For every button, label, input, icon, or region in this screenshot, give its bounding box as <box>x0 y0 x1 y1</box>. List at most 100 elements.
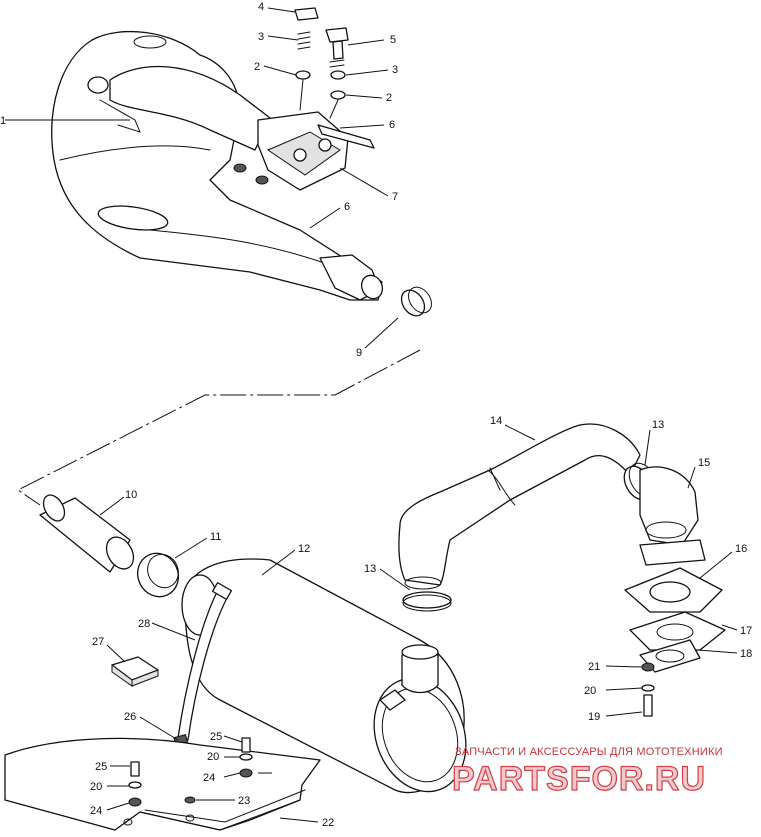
flange-bolt-hole-b <box>318 138 332 152</box>
callout-28: 28 <box>138 618 150 630</box>
callout-11: 11 <box>210 531 221 543</box>
callout-24: 24 <box>203 772 215 784</box>
callout-1: 1 <box>0 115 6 127</box>
callout-3: 3 <box>392 64 398 76</box>
bolt-25-right <box>241 737 251 753</box>
flange-bolt-hole-a <box>293 148 307 162</box>
callout-12: 12 <box>298 543 310 555</box>
bolt-19 <box>643 694 653 717</box>
tailpipe-body <box>398 423 641 586</box>
nut-24-right <box>239 768 253 778</box>
callout-6: 6 <box>344 201 350 213</box>
pipe-top-port <box>133 35 167 49</box>
tailpipe-seam <box>487 467 516 506</box>
pipe-oval-opening <box>97 205 169 231</box>
nut-a <box>233 163 247 173</box>
bolt-head-4 <box>294 7 319 21</box>
callout-25: 25 <box>95 761 107 773</box>
callout-22: 22 <box>322 817 334 829</box>
callout-19: 19 <box>588 711 600 723</box>
callout-13: 13 <box>652 419 664 431</box>
nut-b <box>255 175 269 185</box>
strap-buckle <box>211 582 233 600</box>
muffler-outlet-opening <box>401 644 439 660</box>
muffler-tab <box>379 689 406 711</box>
bracket-plate <box>4 737 321 831</box>
washer-20-left <box>128 781 142 789</box>
callout-21: 21 <box>588 661 600 673</box>
callout-4: 4 <box>258 1 264 13</box>
callout-16: 16 <box>735 543 747 555</box>
callout-25: 25 <box>210 731 222 743</box>
elbow-15 <box>639 466 699 546</box>
callout-14: 14 <box>490 415 502 427</box>
callout-15: 15 <box>698 457 710 469</box>
bracket-hole-a <box>185 814 195 822</box>
nut-21 <box>641 662 655 672</box>
callout-6: 6 <box>389 119 395 131</box>
muffler-end-cap <box>373 677 467 793</box>
leader-lines <box>5 7 738 823</box>
callout-17: 17 <box>740 625 752 637</box>
muffler-outlet <box>401 654 439 694</box>
pipe-left-clamp <box>99 99 141 133</box>
tailpipe-14 <box>398 423 641 590</box>
pipe-crease-1 <box>59 145 211 161</box>
muffler-12 <box>181 558 467 794</box>
callout-7: 7 <box>392 191 398 203</box>
callout-10: 10 <box>125 489 137 501</box>
alignment-centerline <box>17 349 421 506</box>
callout-9: 9 <box>356 347 362 359</box>
pipe-left-inlet <box>87 76 109 94</box>
spring-3-right <box>329 59 345 68</box>
rubber-pad-27 <box>111 656 159 687</box>
pipe-outlet <box>360 274 384 300</box>
watermark-tagline: ЗАПЧАСТИ И АКСЕССУАРЫ ДЛЯ МОТОТЕХНИКИ <box>455 746 723 758</box>
nut-23 <box>184 796 196 804</box>
bolt-stack-right <box>239 737 253 778</box>
callout-24: 24 <box>90 805 102 817</box>
callout-20: 20 <box>90 781 102 793</box>
spring-3-left <box>297 31 311 50</box>
bracket-hole-b <box>123 818 133 826</box>
callout-23: 23 <box>238 795 250 807</box>
callout-3: 3 <box>258 31 264 43</box>
washer-2-right <box>330 90 346 100</box>
pipe-crease-2 <box>149 229 331 266</box>
washer-20-flange <box>641 684 655 692</box>
bolt-25-left <box>130 761 140 777</box>
clamp-ring-11 <box>136 552 180 598</box>
gasket-17 <box>629 611 726 651</box>
callout-18: 18 <box>740 648 752 660</box>
stud-left <box>299 79 304 111</box>
callout-2: 2 <box>254 61 260 73</box>
washer-20-right <box>239 753 253 761</box>
callout-27: 27 <box>92 636 104 648</box>
bolt-head-5 <box>325 27 349 43</box>
stud-right <box>329 99 339 119</box>
callout-numbers: 4 3 2 1 5 3 2 6 7 6 9 10 11 12 14 13 15 … <box>0 1 752 829</box>
bracket-flange <box>139 789 306 831</box>
washer-3-right <box>330 70 346 80</box>
muffler-end-rim <box>381 687 459 783</box>
mounting-bracket-22 <box>4 737 321 831</box>
flange-16 <box>624 539 723 613</box>
bolt-6 <box>317 124 375 149</box>
washer-2-left <box>295 70 311 80</box>
muffler-strap-28 <box>177 589 229 741</box>
top-hardware <box>294 7 349 119</box>
callout-20: 20 <box>207 751 219 763</box>
clamp-ring-9 <box>400 286 432 317</box>
bolt-shank-5 <box>332 40 344 60</box>
callout-2: 2 <box>386 92 392 104</box>
exhaust-pipe-assembly <box>51 31 384 301</box>
clamp-13-lower <box>402 591 452 612</box>
bolt-stack-left <box>128 761 142 807</box>
watermark: ЗАПЧАСТИ И АКСЕССУАРЫ ДЛЯ МОТОТЕХНИКИ PA… <box>451 746 723 799</box>
coupler-10 <box>39 494 135 573</box>
nut-24-left <box>128 797 142 807</box>
callout-5: 5 <box>390 34 396 46</box>
tailpipe-lower-end <box>404 576 442 590</box>
callout-20: 20 <box>584 685 596 697</box>
